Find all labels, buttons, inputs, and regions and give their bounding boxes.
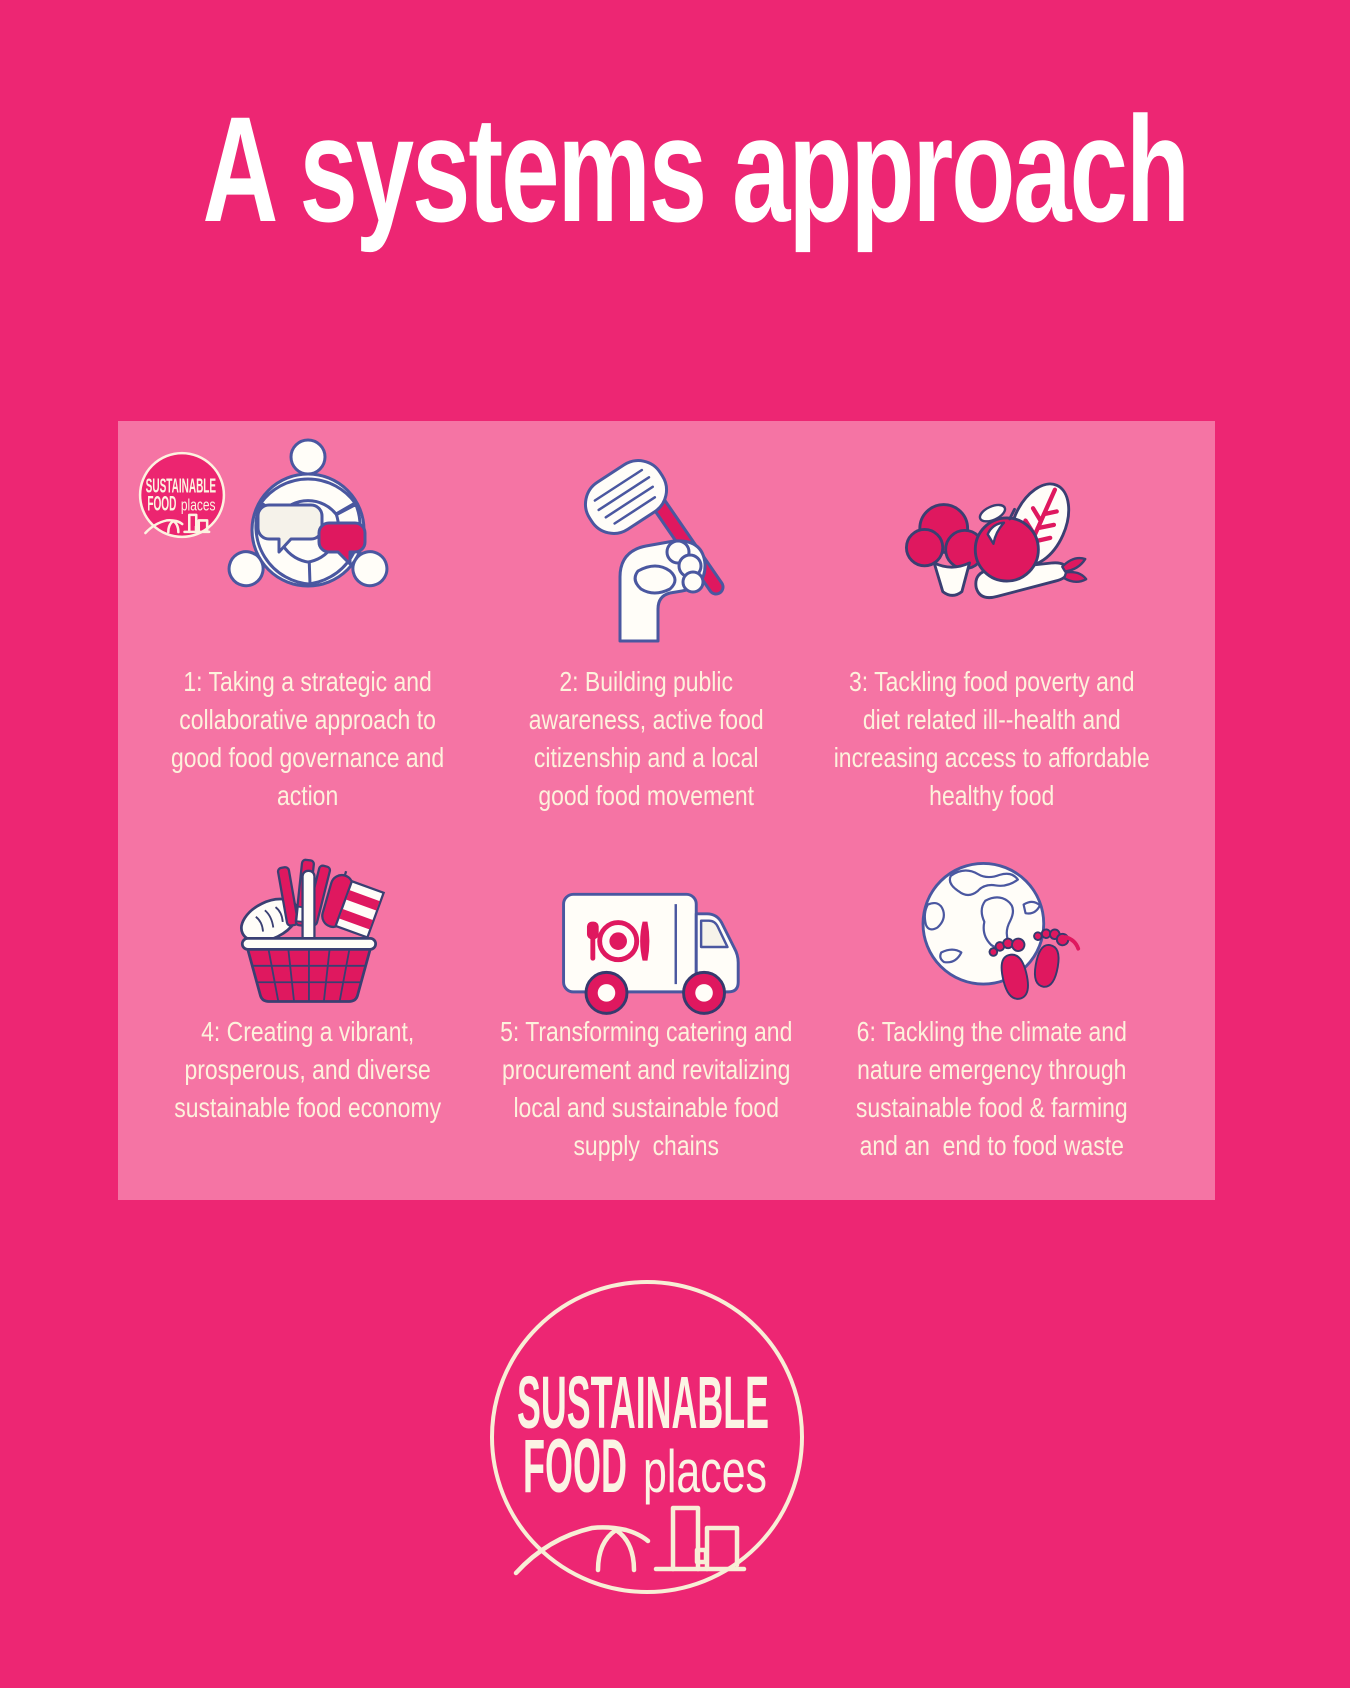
approach-caption-4: 4: Creating a vibrant, prosperous, and d… [174,1016,442,1123]
approach-caption-5: 5: Transforming catering and procurement… [499,1016,793,1161]
fork-plate-knife-logo [586,921,650,961]
approach-item-5: 5: Transforming catering and procurement… [466,845,826,1165]
logo-skyline [513,1505,747,1576]
icon-box [894,425,1090,663]
approach-item-4: 4: Creating a vibrant, prosperous, and d… [124,845,492,1127]
logo-circle [490,1280,804,1594]
roundtable-discussion-icon [227,438,389,588]
logo-text-food: FOOD [147,491,176,515]
fist-holding-spatula-icon [583,459,724,643]
approach-item-3: 3: Tackling food poverty and diet relate… [782,425,1202,815]
sustainable-food-places-logo: SUSTAINABLE FOOD places [490,1280,804,1594]
logo-skyline [144,513,211,535]
icon-box [554,425,739,663]
approach-caption-6: 6: Tackling the climate and nature emerg… [856,1016,1128,1161]
speech-bubble-pink [317,521,367,566]
icon-box [213,425,403,663]
icon-box [224,845,393,1013]
approach-item-1: 1: Taking a strategic and collaborative … [124,425,492,815]
logo-text-places: places [643,1438,767,1505]
speech-bubble-white [256,503,324,554]
shopping-basket-icon [239,858,385,1003]
healthy-vegetables-icon [904,482,1088,600]
approach-caption-3: 3: Tackling food poverty and diet relate… [833,666,1151,811]
page-title: A systems approach [202,85,1190,253]
icon-box [546,845,746,1015]
approach-item-2: 2: Building public awareness, active foo… [466,425,826,815]
approach-item-6: 6: Tackling the climate and nature emerg… [782,845,1202,1165]
logo-circle [138,451,226,539]
approach-caption-2: 2: Building public awareness, active foo… [528,666,764,811]
icon-box [901,845,1083,1013]
sustainable-food-places-logo-small: SUSTAINABLE FOOD places [138,451,226,539]
logo-text-sustainable: SUSTAINABLE [517,1361,769,1444]
globe-footprints-icon [921,861,1081,1000]
logo-text-food: FOOD [523,1424,627,1509]
delivery-van-icon [562,892,740,1015]
approaches-panel: SUSTAINABLE FOOD places [118,421,1215,1200]
logo-text-sustainable: SUSTAINABLE [146,474,216,497]
logo-text-places: places [181,495,216,514]
approach-caption-1: 1: Taking a strategic and collaborative … [171,666,445,811]
